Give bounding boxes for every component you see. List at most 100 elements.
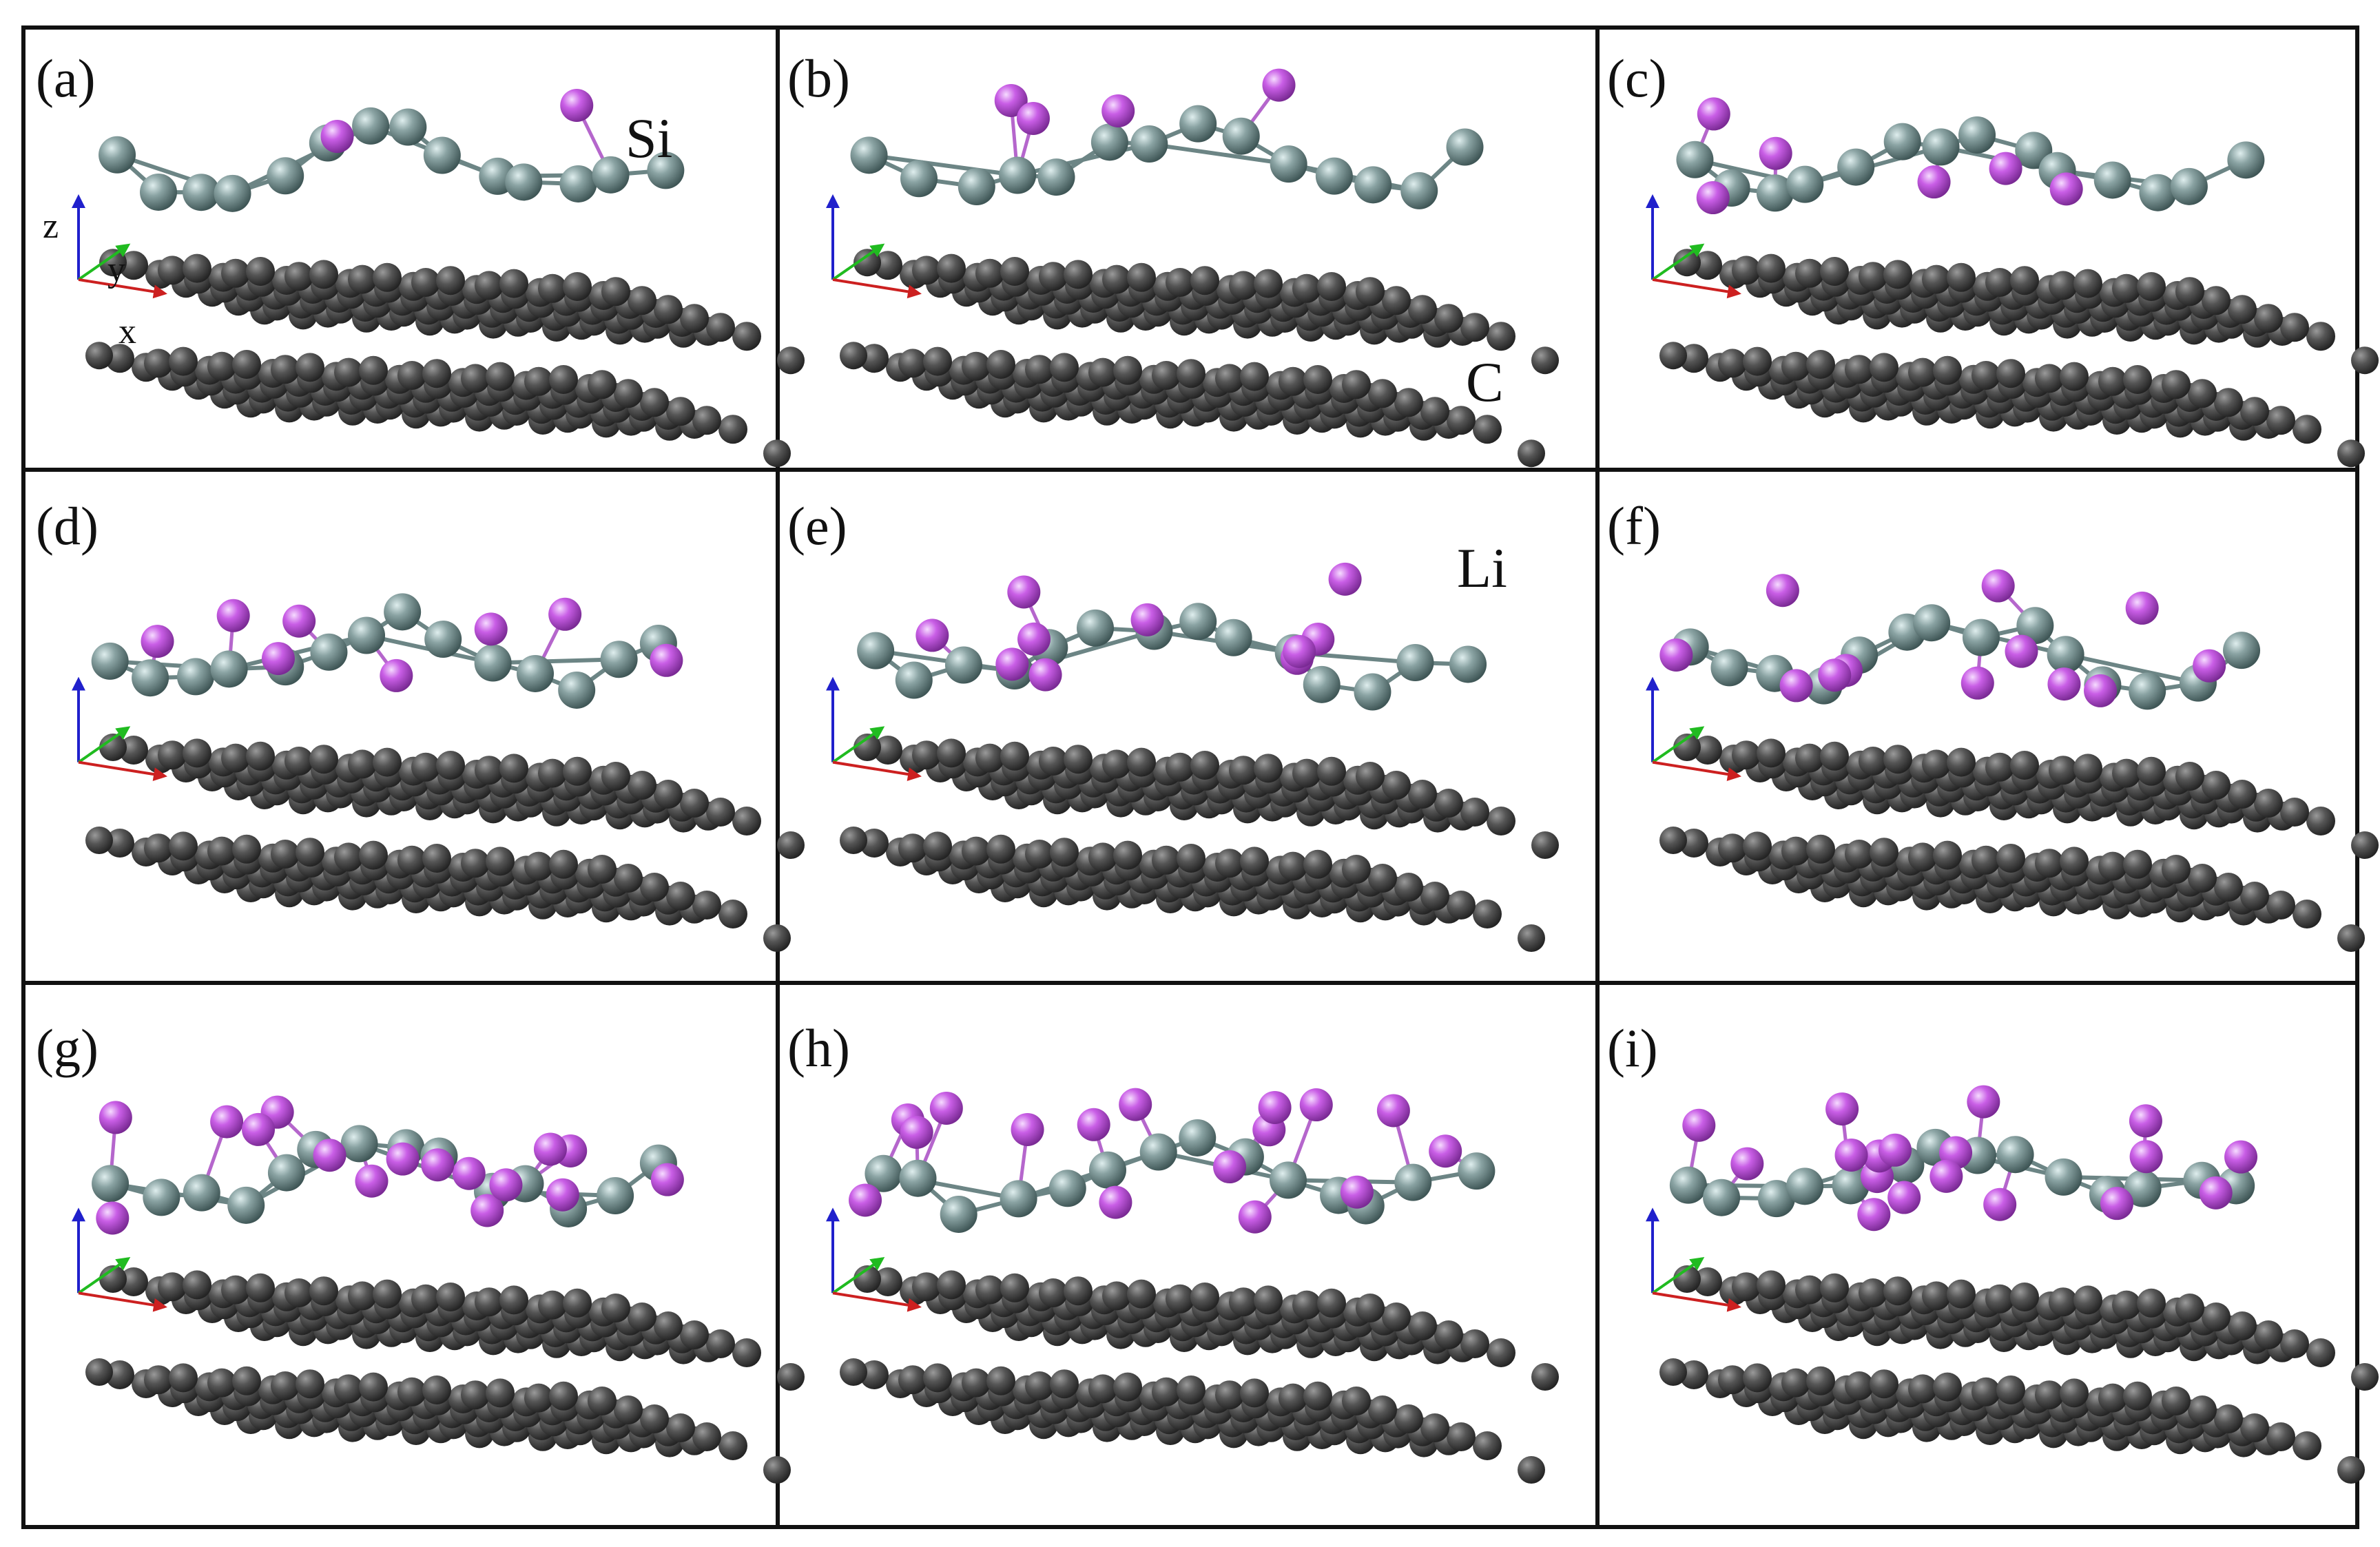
carbon-atom bbox=[1781, 351, 1810, 381]
li-bonds bbox=[931, 591, 1319, 676]
carbon-atom bbox=[158, 740, 187, 770]
carbon-atom bbox=[207, 351, 236, 381]
carbon-atom bbox=[296, 1369, 324, 1399]
silicon-atom bbox=[1922, 128, 1960, 166]
molecular-structures bbox=[72, 68, 2379, 1484]
carbon-atom bbox=[397, 361, 426, 390]
carbon-atom bbox=[1859, 1278, 1887, 1307]
carbon-atom bbox=[1292, 758, 1321, 788]
carbon-atom bbox=[284, 1278, 313, 1307]
lithium-atom bbox=[242, 1112, 276, 1146]
carbon-atom bbox=[1215, 364, 1244, 393]
carbon-atom bbox=[1473, 1431, 1502, 1460]
carbon-atom bbox=[422, 359, 451, 388]
carbon-atom bbox=[1732, 1272, 1761, 1302]
lithium-atom bbox=[141, 625, 174, 658]
carbon-atom bbox=[119, 251, 148, 280]
carbon-atom bbox=[1947, 747, 1976, 777]
silicon-atom bbox=[99, 136, 136, 174]
lithium-atom bbox=[1659, 638, 1693, 672]
carbon-atom bbox=[309, 745, 338, 774]
carbon-atom bbox=[2112, 1290, 2141, 1320]
carbon-atom bbox=[1127, 262, 1156, 292]
carbon-atom bbox=[1743, 1363, 1772, 1393]
silicon-atom bbox=[559, 165, 597, 203]
lithium-atom bbox=[386, 1142, 420, 1176]
panel-label-h: (h) bbox=[787, 1018, 850, 1078]
carbon-atom bbox=[898, 349, 927, 378]
carbon-atom bbox=[373, 747, 402, 777]
carbon-atom bbox=[2214, 1404, 2243, 1433]
lithium-atom bbox=[2084, 674, 2118, 707]
carbon-atom bbox=[284, 262, 313, 291]
carbon-atom bbox=[1870, 353, 1898, 382]
carbon-atom bbox=[221, 258, 250, 288]
silicon-atom bbox=[1269, 1161, 1307, 1199]
lithium-atom bbox=[470, 1194, 504, 1227]
carbon-atom bbox=[2306, 322, 2335, 351]
carbon-atom bbox=[2188, 1395, 2217, 1424]
carbon-atom bbox=[853, 1265, 881, 1293]
lithium-atom bbox=[1917, 165, 1951, 199]
graphene-layer-upper bbox=[99, 734, 805, 859]
axis-y-arrow bbox=[831, 726, 885, 764]
carbon-atom bbox=[1102, 749, 1131, 779]
carbon-atom bbox=[2337, 439, 2365, 468]
lithium-atom bbox=[929, 1091, 963, 1125]
carbon-atom bbox=[1177, 1375, 1205, 1404]
carbon-atom bbox=[284, 747, 313, 776]
carbon-atom bbox=[411, 268, 440, 297]
carbon-atom bbox=[436, 1283, 465, 1311]
axis-triad bbox=[826, 676, 922, 781]
si-bond bbox=[493, 657, 619, 665]
silicon-atom bbox=[176, 658, 214, 696]
silicon-atom bbox=[1786, 1167, 1824, 1205]
si-bond bbox=[1148, 142, 1290, 167]
element-labels: Si C Li bbox=[625, 107, 1507, 599]
axis-y-arrow bbox=[831, 243, 885, 281]
carbon-atom bbox=[232, 350, 261, 379]
lithium-atom bbox=[1983, 1187, 2017, 1221]
carbon-atom bbox=[105, 344, 134, 373]
carbon-atom bbox=[359, 840, 388, 870]
carbon-atom bbox=[1693, 251, 1722, 280]
lithium-atom bbox=[1779, 669, 1813, 703]
silicon-atom bbox=[348, 616, 386, 654]
lithium-atom bbox=[2129, 1104, 2162, 1138]
silicon-atom bbox=[1996, 1136, 2034, 1174]
lithium-atom bbox=[2129, 1140, 2163, 1174]
silicon-atom bbox=[2129, 672, 2166, 710]
carbon-atom bbox=[1460, 313, 1489, 342]
silicon-atom bbox=[1222, 117, 1260, 155]
graphene-layer-upper bbox=[853, 734, 1559, 859]
silicon-atom bbox=[505, 163, 543, 201]
carbon-atom bbox=[1781, 836, 1810, 866]
carbon-atom bbox=[1659, 1358, 1687, 1386]
si-li-cluster bbox=[92, 1095, 684, 1235]
lithium-atom bbox=[994, 83, 1028, 117]
si-li-cluster bbox=[1676, 97, 2265, 215]
silicon-atom bbox=[1179, 105, 1217, 143]
carbon-atom bbox=[1050, 353, 1079, 382]
lithium-atom bbox=[96, 1201, 130, 1235]
lithium-atom bbox=[1879, 1133, 1912, 1167]
carbon-atom bbox=[1240, 847, 1269, 876]
silicon-atom bbox=[1214, 619, 1252, 656]
graphene-layer-lower bbox=[1659, 342, 2365, 468]
carbon-atom bbox=[1279, 851, 1307, 881]
silicon-atom bbox=[900, 160, 938, 198]
carbon-atom bbox=[207, 1368, 236, 1398]
carbon-atom bbox=[588, 370, 617, 399]
carbon-atom bbox=[334, 1374, 363, 1404]
carbon-atom bbox=[1531, 1363, 1559, 1391]
carbon-atom bbox=[422, 1375, 451, 1404]
carbon-atom bbox=[640, 1404, 669, 1433]
lithium-atom bbox=[1340, 1175, 1374, 1209]
carbon-atom bbox=[296, 353, 324, 382]
axis-y-arrow bbox=[1651, 1257, 1705, 1294]
carbon-atom bbox=[962, 836, 991, 866]
carbon-atom bbox=[1229, 1287, 1258, 1317]
carbon-atom bbox=[1972, 1377, 2000, 1406]
carbon-atom bbox=[461, 849, 490, 878]
carbon-atom bbox=[1679, 1360, 1708, 1389]
